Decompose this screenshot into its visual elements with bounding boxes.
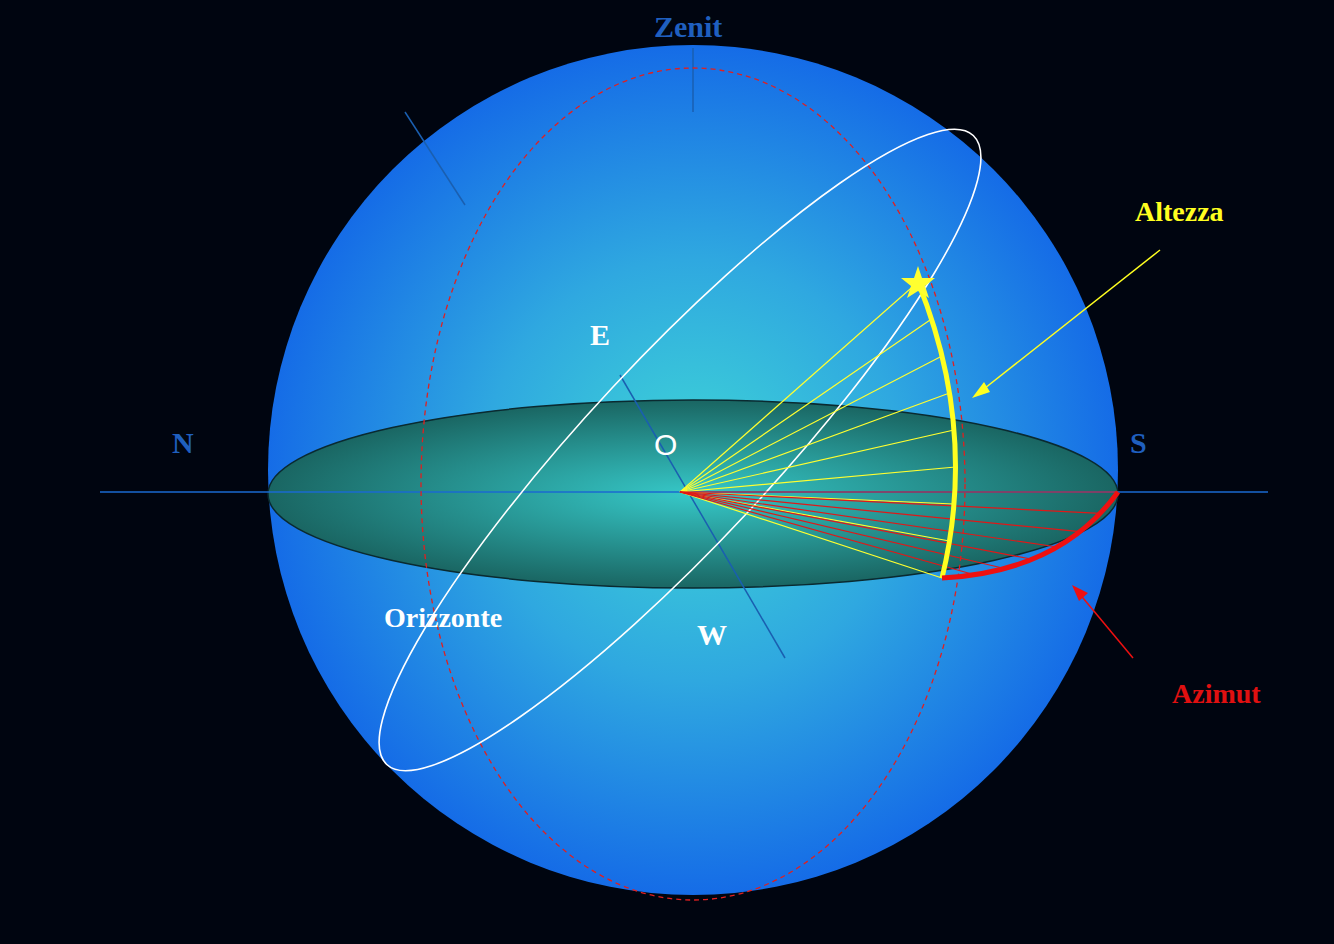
star: [901, 266, 935, 298]
azimuth-ray: [680, 492, 1032, 559]
horizon-plane: [268, 400, 1118, 588]
ray-lines: [680, 282, 1118, 578]
leader-line: [980, 250, 1160, 392]
cardinal-label: W: [697, 620, 727, 650]
equator-circle: [319, 73, 1040, 827]
altitude-ray: [680, 467, 956, 492]
azimuth-ray: [680, 492, 1057, 547]
altitude-ray: [680, 393, 950, 492]
cardinal-label: E: [590, 320, 610, 350]
azimuth-ray: [680, 492, 1080, 532]
north-south-line: [100, 491, 1268, 493]
azimuth-label: Azimut: [1172, 680, 1261, 708]
altitude-label: Altezza: [1135, 198, 1224, 226]
horizon-label: Orizzonte: [384, 604, 502, 632]
sphere: [268, 45, 1118, 895]
cardinal-label: N: [172, 428, 194, 458]
cardinal-label: S: [1130, 428, 1147, 458]
altitude-ray: [680, 430, 954, 492]
azimuth-arc: [942, 492, 1118, 578]
azimuth-ray: [680, 491, 1118, 492]
origin-label: O: [654, 430, 677, 460]
altitude-ray: [680, 319, 932, 492]
altitude-arc: [918, 282, 956, 578]
arrow-head: [1072, 585, 1088, 601]
pole-axis: [405, 112, 465, 205]
zenith-label: Zenit: [652, 12, 724, 42]
meridian-circle: [421, 68, 965, 900]
arrow-head: [972, 382, 990, 398]
azimuth-ray: [680, 492, 1100, 513]
leader-line: [1078, 592, 1133, 658]
zenith-axis: [692, 48, 694, 112]
